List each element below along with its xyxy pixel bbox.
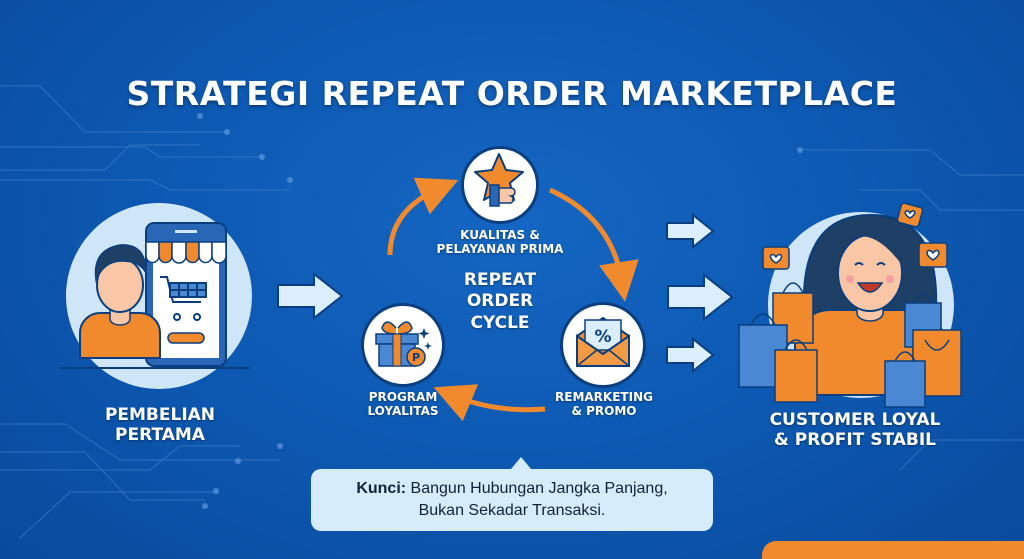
key-message-label: Kunci: bbox=[356, 480, 407, 497]
cycle-arrows bbox=[387, 177, 639, 422]
cycle-center-line3: CYCLE bbox=[470, 312, 530, 333]
svg-text:P: P bbox=[412, 351, 420, 364]
key-message-line2: Bukan Sekadar Transaksi. bbox=[418, 502, 606, 519]
first-purchase-label-line1: PEMBELIAN bbox=[104, 405, 216, 425]
arrow-right-icon bbox=[667, 272, 734, 322]
cycle-step-2-line2: & PROMO bbox=[571, 404, 637, 419]
cycle-step-3-line2: LOYALITAS bbox=[367, 404, 439, 419]
first-purchase-label-line2: PERTAMA bbox=[115, 425, 205, 446]
cycle-center-line2: ORDER bbox=[466, 291, 534, 312]
orange-corner-decoration bbox=[762, 541, 1024, 559]
cycle-step-2-line1: REMARKETING bbox=[555, 390, 653, 404]
discount-envelope-icon: % bbox=[576, 316, 630, 367]
arrow-right-icon bbox=[666, 336, 715, 374]
svg-text:%: % bbox=[594, 327, 611, 347]
arrow-right-icon bbox=[277, 271, 344, 321]
shopper-with-mobile-store-icon bbox=[60, 222, 250, 369]
cycle-step-1-line1: KUALITAS & bbox=[460, 228, 540, 242]
result-label-line1: CUSTOMER LOYAL bbox=[769, 410, 941, 430]
cycle-step-3-line1: PROGRAM bbox=[368, 390, 438, 404]
result-label-line2: & PROFIT STABIL bbox=[774, 430, 936, 451]
key-message-callout: Kunci: Bangun Hubungan Jangka Panjang, B… bbox=[311, 457, 713, 531]
star-thumbs-up-icon bbox=[474, 153, 524, 207]
key-message-line1: Bangun Hubungan Jangka Panjang, bbox=[406, 480, 668, 497]
gift-points-icon: P bbox=[375, 321, 432, 367]
arrow-right-icon bbox=[666, 212, 715, 250]
cycle-step-1-line2: PELAYANAN PRIMA bbox=[436, 242, 564, 257]
page-title: STRATEGI REPEAT ORDER MARKETPLACE bbox=[126, 74, 898, 113]
happy-customer-shopping-bags-icon bbox=[738, 202, 962, 408]
cycle-center-line1: REPEAT bbox=[463, 270, 537, 290]
